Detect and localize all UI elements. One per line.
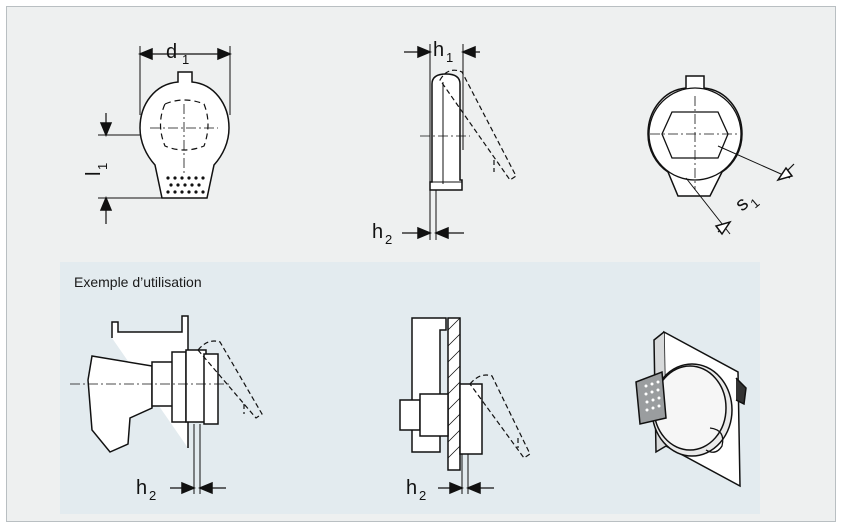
rear-view: s 1 — [647, 75, 795, 236]
hatched-wall — [447, 317, 461, 471]
h1-label-letter: h — [433, 39, 444, 61]
example-lever-lock: h 2 — [70, 315, 263, 503]
l1-label-subscript: 1 — [95, 163, 110, 170]
example-wall-mount: h 2 — [399, 317, 531, 503]
grip-dots — [166, 176, 205, 194]
h2-label-letter-top: h — [372, 221, 383, 243]
h2-label-subscript-example2: 2 — [419, 488, 426, 503]
l1-label-letter: l — [83, 172, 105, 176]
example1-open-lid — [197, 340, 263, 419]
example-perspective — [635, 330, 747, 488]
d1-label-letter: d — [166, 41, 177, 63]
h2-label-letter-example1: h — [136, 477, 147, 499]
lever-handle — [87, 355, 153, 453]
s1-label-letter: s — [731, 193, 753, 216]
d1-label-subscript: 1 — [182, 52, 189, 67]
front-view-outline — [139, 71, 230, 199]
side-view: h 1 h 2 — [372, 39, 517, 247]
h2-label-letter-example2: h — [406, 477, 417, 499]
example2-open-lid — [469, 374, 531, 459]
h1-label-subscript: 1 — [446, 50, 453, 65]
h2-label-subscript-top: 2 — [385, 232, 392, 247]
front-view-hidden-stem — [159, 99, 209, 151]
h2-label-subscript-example1: 2 — [149, 488, 156, 503]
front-view: d 1 l 1 — [83, 41, 232, 224]
usage-example-caption: Exemple d’utilisation — [74, 274, 202, 290]
side-view-body — [429, 73, 463, 191]
perspective-cap-flap — [635, 370, 667, 425]
side-view-open-lid — [439, 69, 517, 181]
